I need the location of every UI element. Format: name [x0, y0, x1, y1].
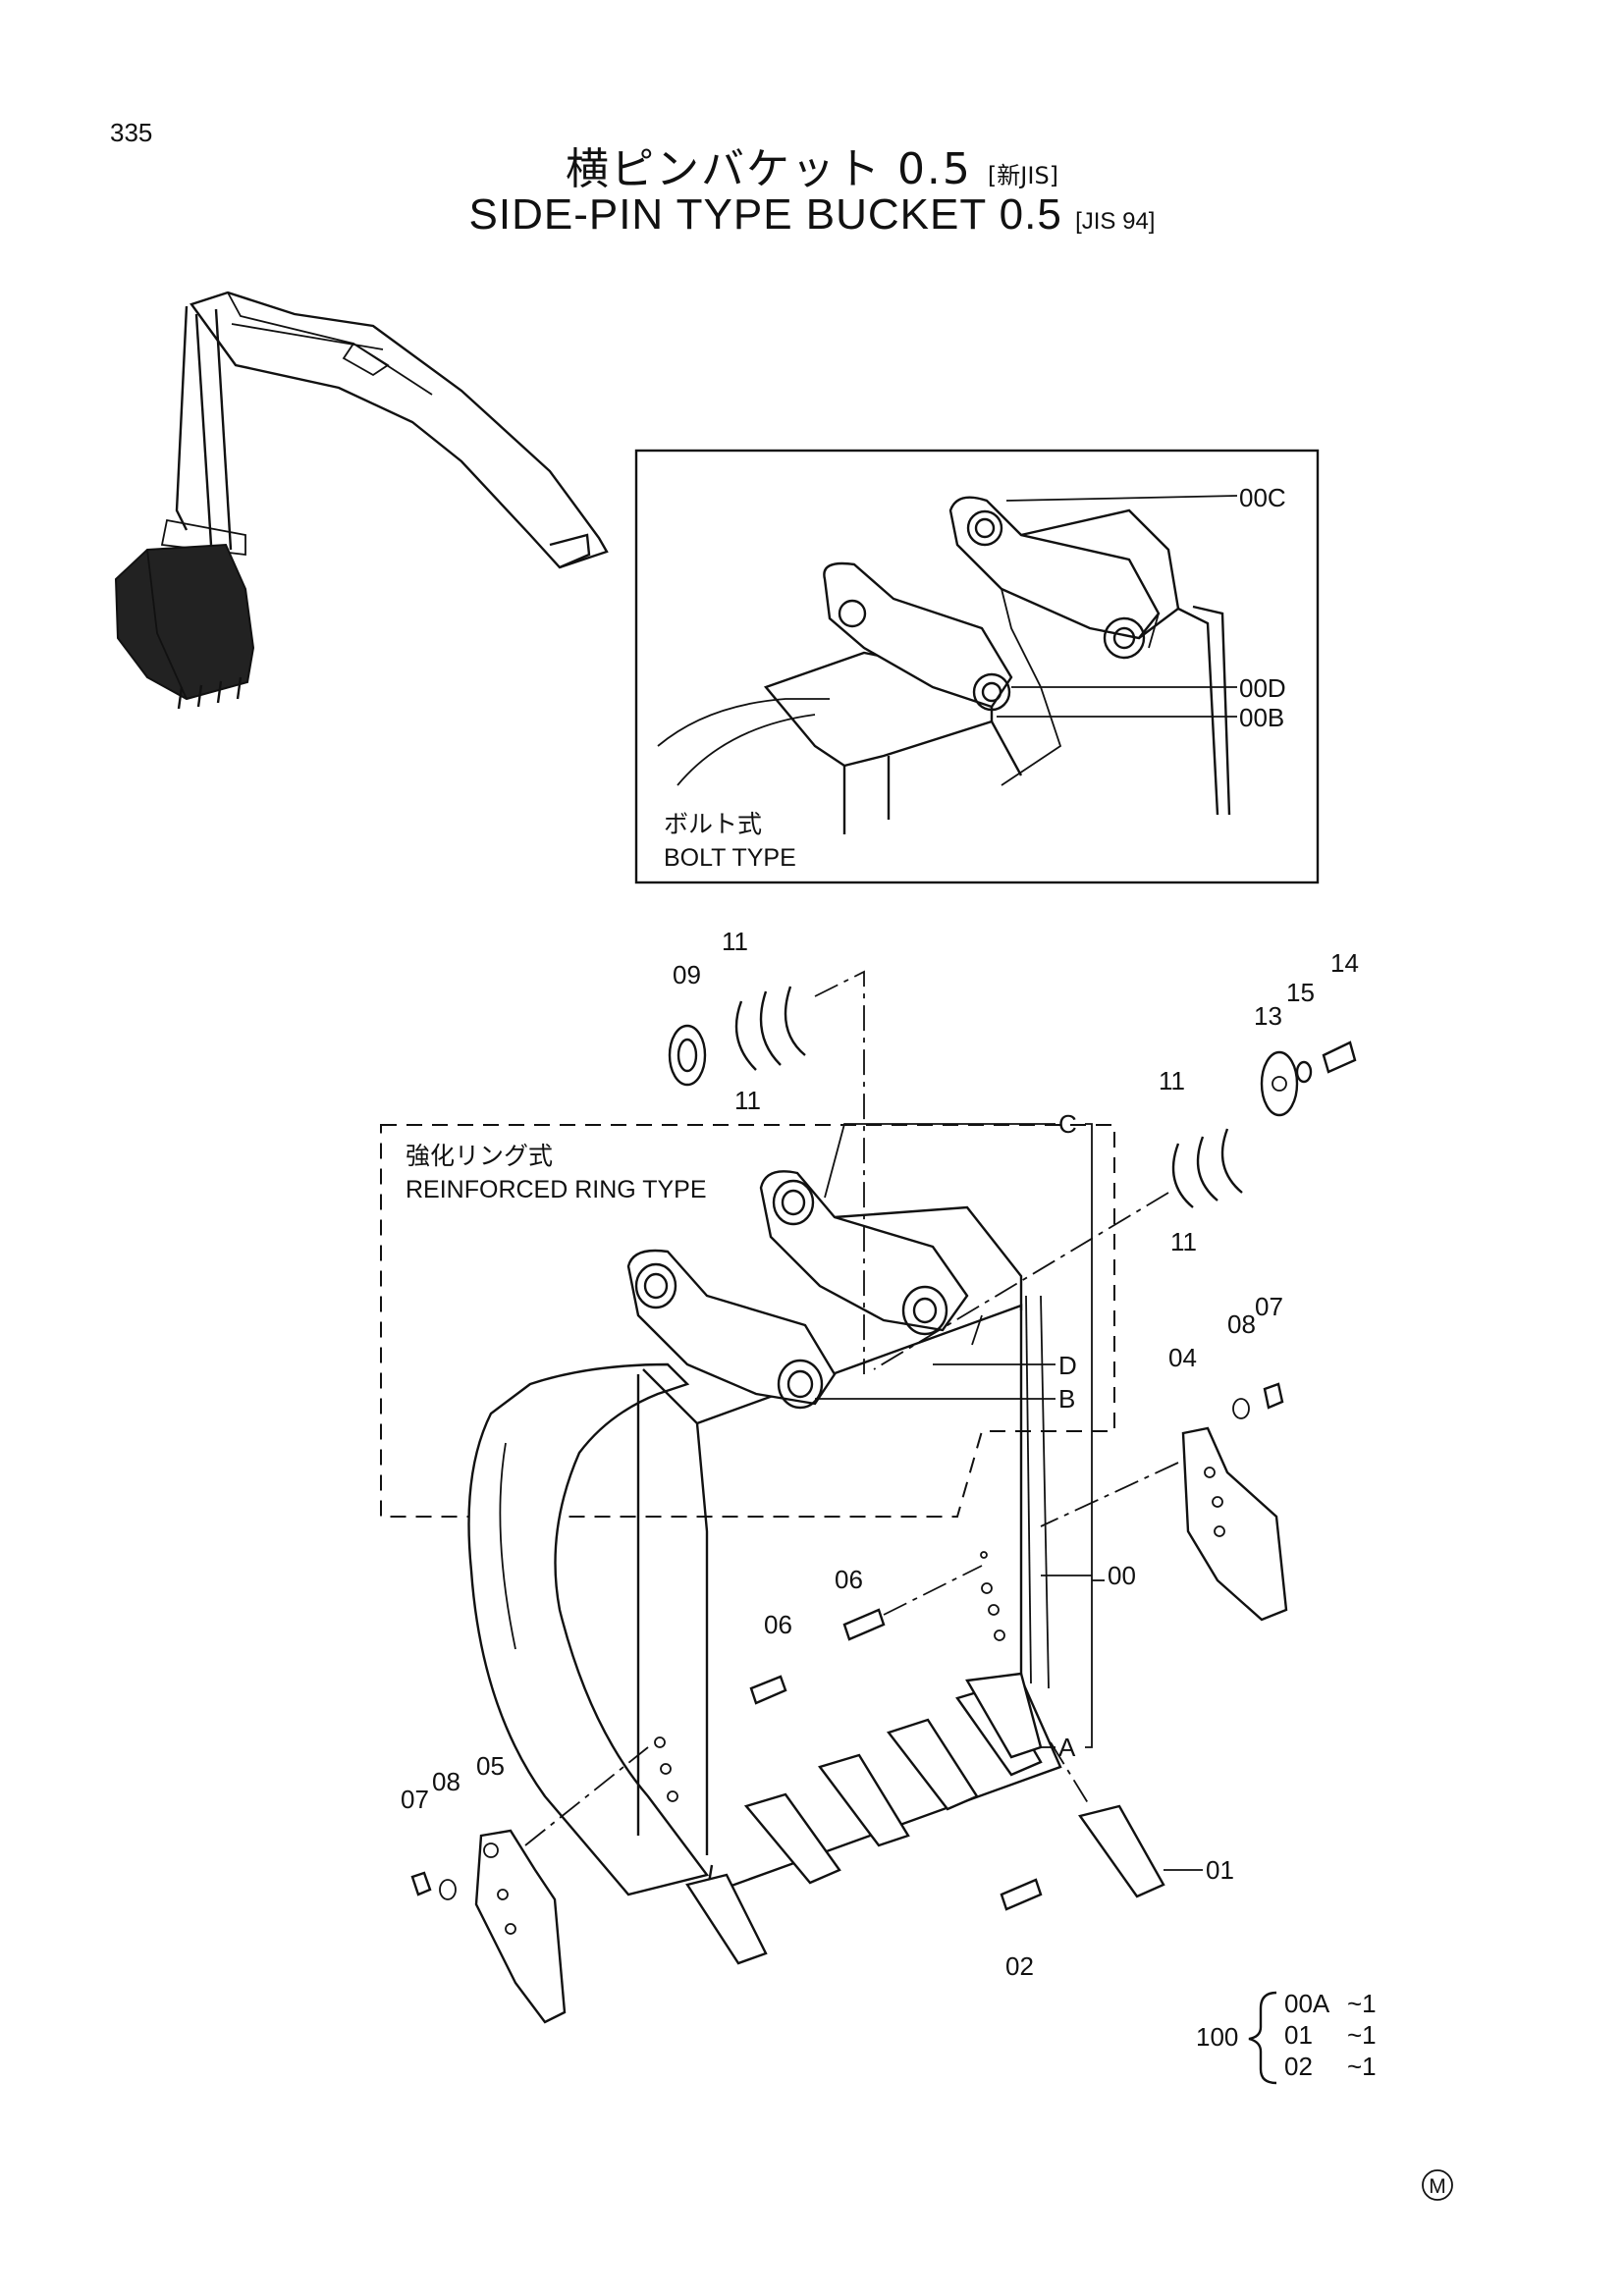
excavator-overview	[114, 291, 609, 710]
part-label-07b: 07	[1255, 1292, 1283, 1321]
title-japanese: 横ピンバケット 0.5 [新JIS]	[0, 133, 1624, 196]
circled-m-mark: M	[1422, 2169, 1453, 2201]
reinforced-caption-en: REINFORCED RING TYPE	[406, 1176, 707, 1203]
bucket-assembly	[467, 1170, 1062, 1965]
bolt-type-caption-ja: ボルト式	[664, 811, 762, 838]
part-label-07a: 07	[401, 1785, 429, 1814]
title-english: SIDE-PIN TYPE BUCKET 0.5 [JIS 94]	[0, 190, 1624, 240]
bolt-type-caption-en: BOLT TYPE	[664, 844, 796, 872]
part-label-11a: 11	[722, 927, 748, 956]
bucket-teeth	[685, 1672, 1043, 1965]
part-label-14: 14	[1330, 948, 1359, 978]
part-label-06a: 06	[764, 1610, 792, 1639]
part-label-01: 01	[1206, 1855, 1234, 1885]
assembly-row-3-qty: ~1	[1347, 2052, 1377, 2081]
mark-letter: M	[1429, 2175, 1446, 2198]
assembly-list: 100 00A ~1 01 ~1 02 ~1	[1196, 1989, 1377, 2085]
part-label-08a: 08	[432, 1767, 460, 1796]
reinforced-caption-ja: 強化リング式	[406, 1143, 553, 1170]
part-label-08b: 08	[1227, 1309, 1256, 1339]
bolt-type-inset: 00C 00D 00B ボルト式 BOLT TYPE	[634, 449, 1320, 884]
assembly-row-3-part: 02	[1284, 2052, 1313, 2081]
reinforced-ring-box: 強化リング式 REINFORCED RING TYPE	[380, 1124, 1115, 1518]
ref-letter-b: B	[1058, 1384, 1075, 1414]
callout-00b: 00B	[1239, 703, 1284, 732]
tooth-exploded	[1000, 1741, 1165, 1911]
bolts	[749, 1565, 983, 1705]
part-label-13: 13	[1254, 1001, 1282, 1031]
part-label-11d: 11	[1170, 1227, 1197, 1256]
part-label-05: 05	[476, 1751, 505, 1781]
ref-letter-d: D	[1058, 1351, 1077, 1380]
title-english-tag: [JIS 94]	[1075, 208, 1156, 235]
part-label-02: 02	[1005, 1951, 1034, 1981]
assembly-number: 100	[1196, 2022, 1238, 2052]
side-cutter-left	[410, 1746, 649, 2024]
part-label-00: 00	[1108, 1561, 1136, 1590]
title-japanese-tag: [新JIS]	[987, 162, 1059, 189]
callout-00c: 00C	[1239, 483, 1286, 512]
title-japanese-text: 横ピンバケット 0.5	[565, 144, 972, 194]
assembly-row-2-part: 01	[1284, 2020, 1313, 2050]
callout-00d: 00D	[1239, 673, 1286, 703]
assembly-row-2-qty: ~1	[1347, 2020, 1377, 2050]
side-cutter-right	[1040, 1382, 1288, 1622]
assembly-row-1-qty: ~1	[1347, 1989, 1377, 2018]
ref-letter-c: C	[1058, 1109, 1077, 1139]
title-english-text: SIDE-PIN TYPE BUCKET 0.5	[468, 190, 1062, 239]
part-label-15: 15	[1286, 978, 1315, 1007]
ring-parts-top	[668, 970, 865, 1374]
reference-leaders	[815, 1123, 1203, 1871]
ring-parts-right	[873, 1041, 1357, 1370]
part-label-06b: 06	[835, 1565, 863, 1594]
assembly-row-1-part: 00A	[1284, 1989, 1330, 2018]
part-label-09: 09	[673, 960, 701, 989]
part-label-11b: 11	[734, 1086, 761, 1115]
part-label-11c: 11	[1159, 1066, 1185, 1095]
ref-letter-a: A	[1058, 1733, 1076, 1762]
part-label-04: 04	[1168, 1343, 1197, 1372]
page-number: 335	[110, 118, 153, 147]
